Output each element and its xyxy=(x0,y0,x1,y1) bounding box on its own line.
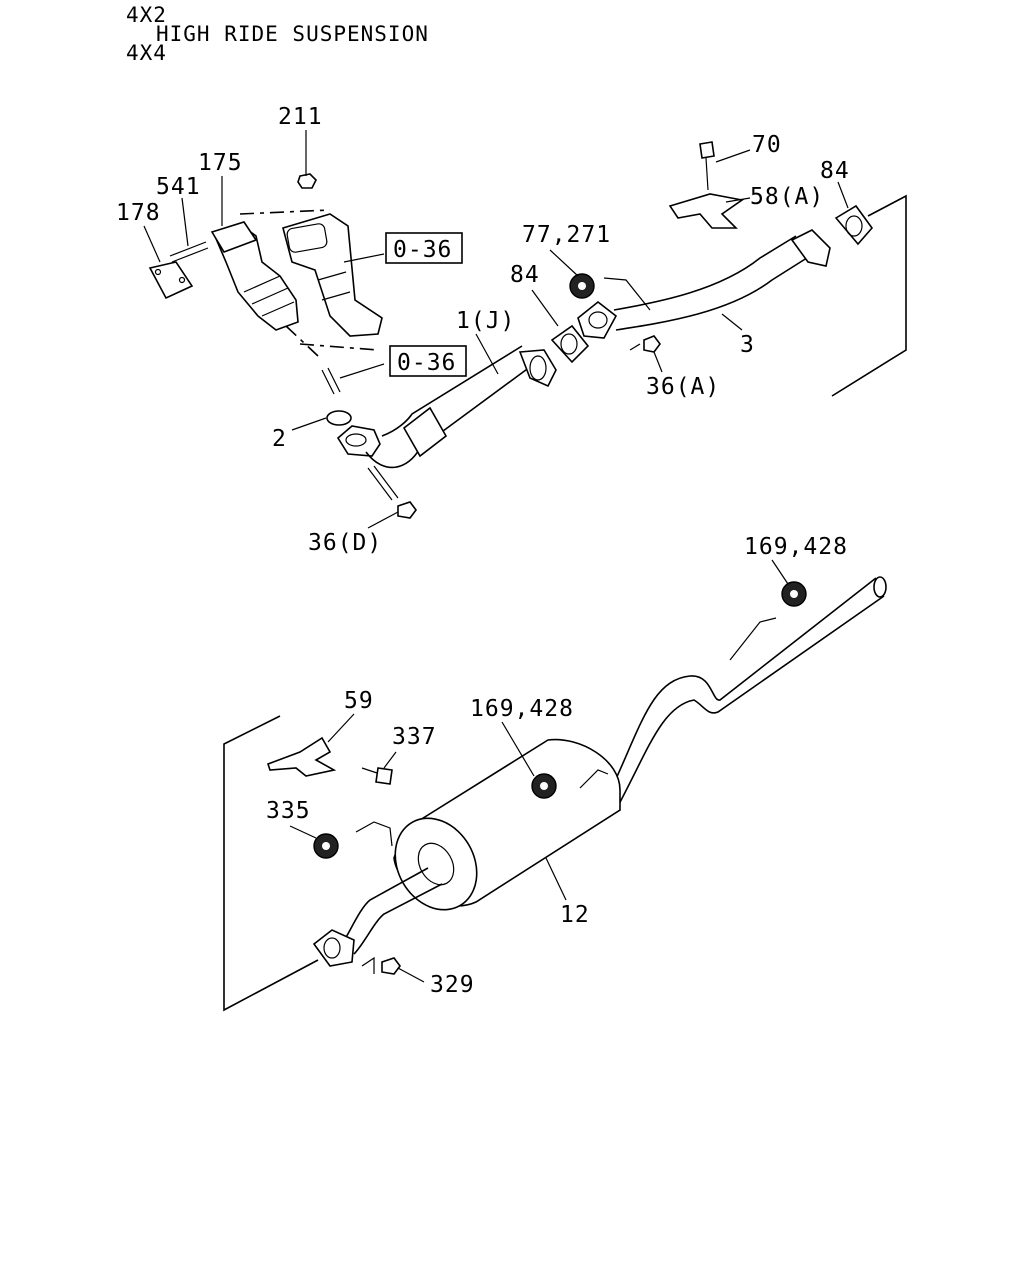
reference-label-lower: 0-36 xyxy=(397,350,456,376)
callout-329: 329 xyxy=(430,972,475,998)
callout-77-271: 77,271 xyxy=(522,222,611,248)
catalytic-converter-manifold xyxy=(210,221,299,331)
exhaust-manifold xyxy=(282,213,383,337)
nut-36a xyxy=(643,335,661,353)
stud-lower xyxy=(321,367,341,395)
reference-box-lower[interactable]: 0-36 xyxy=(389,345,467,377)
o-ring-2 xyxy=(326,410,352,426)
callout-84-top: 84 xyxy=(820,158,850,184)
header-4x4: 4X4 xyxy=(126,41,167,65)
gasket-84-top xyxy=(834,204,874,246)
callout-36a: 36(A) xyxy=(646,374,720,400)
stud-541 xyxy=(169,241,209,263)
reference-box-upper[interactable]: 0-36 xyxy=(385,232,463,264)
boundary-frame-bottom xyxy=(223,715,319,1012)
center-pipe-3 xyxy=(577,229,831,339)
callout-3: 3 xyxy=(740,332,755,358)
nut-329 xyxy=(381,957,401,975)
reference-label-upper: 0-36 xyxy=(393,237,452,263)
front-pipe-1j xyxy=(336,345,557,469)
callout-2: 2 xyxy=(272,426,287,452)
callout-70: 70 xyxy=(752,132,782,158)
header-4x2: 4X2 xyxy=(126,3,167,27)
header-high-ride-suspension: HIGH RIDE SUSPENSION xyxy=(156,22,429,46)
nut-211 xyxy=(297,173,317,189)
tail-outlet-pipe xyxy=(312,867,443,967)
gasket-178 xyxy=(148,261,194,300)
callout-541: 541 xyxy=(156,174,201,200)
dash-reference-lines xyxy=(239,209,379,357)
gasket-84-mid xyxy=(550,324,590,364)
bracket-59 xyxy=(266,736,337,777)
callout-175: 175 xyxy=(198,150,243,176)
muffler-12 xyxy=(393,738,621,911)
nut-36d xyxy=(397,501,417,519)
callout-58a: 58(A) xyxy=(750,184,824,210)
callout-169-428-mid: 169,428 xyxy=(470,696,574,722)
leader-lines xyxy=(143,130,849,983)
callout-211: 211 xyxy=(278,104,323,130)
bracket-58a xyxy=(668,193,745,229)
bolt-70 xyxy=(699,141,715,191)
callout-337: 337 xyxy=(392,724,437,750)
callout-335: 335 xyxy=(266,798,311,824)
callout-12: 12 xyxy=(560,902,590,928)
bolt-337 xyxy=(361,767,393,785)
callout-178: 178 xyxy=(116,200,161,226)
callout-169-428-top: 169,428 xyxy=(744,534,848,560)
callout-36d: 36(D) xyxy=(308,530,382,556)
boundary-frame-top xyxy=(831,194,907,397)
tail-pipe xyxy=(607,576,887,807)
callout-59: 59 xyxy=(344,688,374,714)
callout-1j: 1(J) xyxy=(456,308,515,334)
callout-84-mid: 84 xyxy=(510,262,540,288)
